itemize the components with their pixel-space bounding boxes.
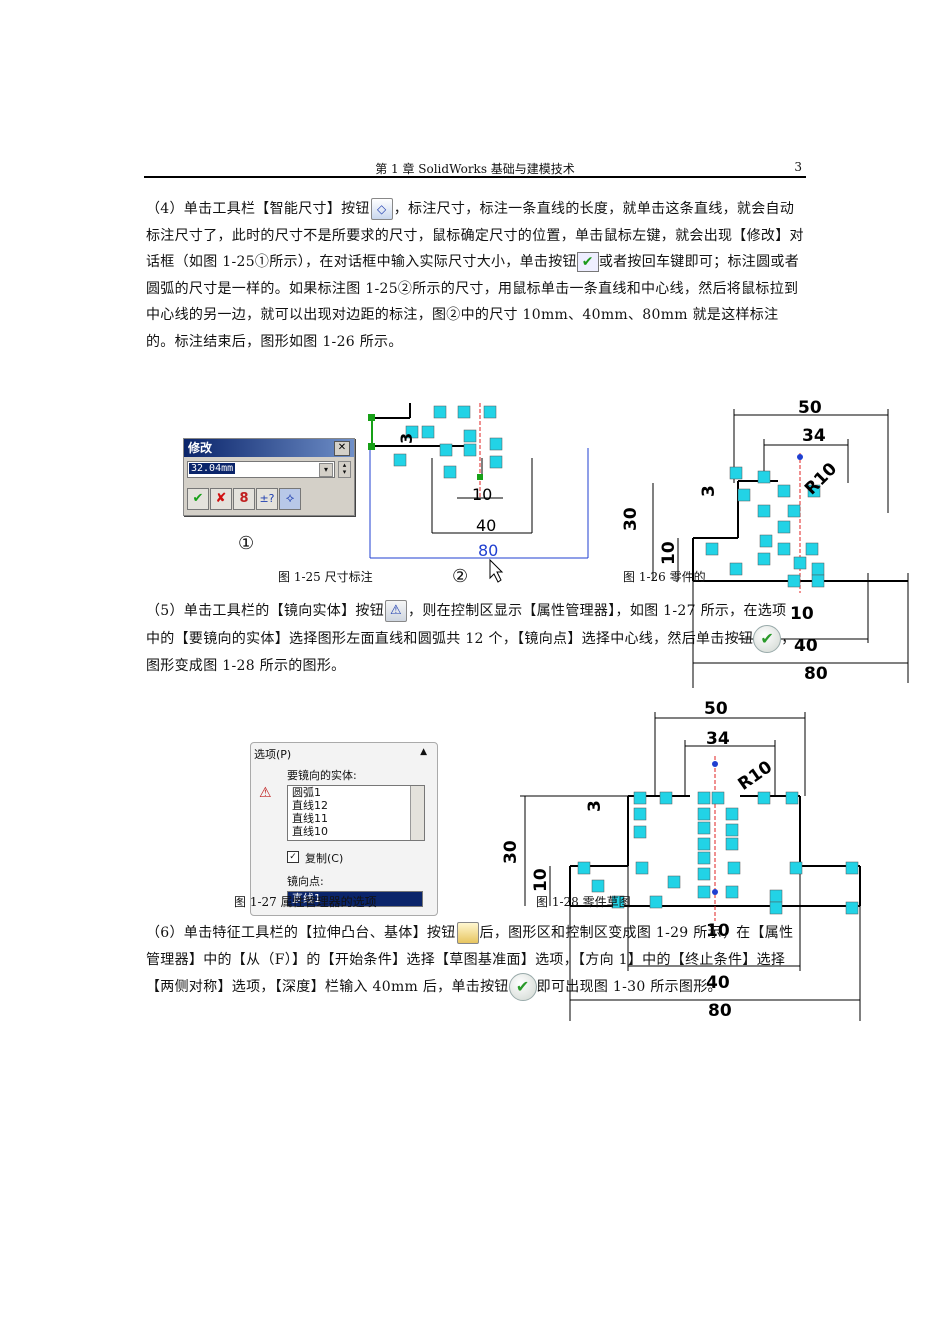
fig25-dim-80: 80 <box>478 541 498 560</box>
entities-label: 要镜向的实体: <box>287 769 357 782</box>
fig25-dim-10: 10 <box>472 485 492 504</box>
mirror-point-field[interactable]: 直线1 <box>287 891 423 907</box>
ok-check-icon[interactable]: ✔ <box>508 973 537 1001</box>
list-item[interactable]: 直线12 <box>292 799 328 812</box>
fig27-caption: 图 1-27 属性管理器的选项 <box>234 895 377 909</box>
fig26-dim-30: 30 <box>621 507 641 531</box>
fig26-dim-50: 50 <box>798 398 822 418</box>
p5-text-a: （5）单击工具栏的【镜向实体】按钮 <box>146 603 385 619</box>
property-manager: 选项(P) ▲ 要镜向的实体: ⚠ 圆弧1 直线12 直线11 直线10 ✓ 复… <box>250 742 438 916</box>
close-icon[interactable]: ✕ <box>334 441 350 456</box>
fig25-dim-3: 3 <box>397 433 416 444</box>
fig28-dim-34: 34 <box>706 729 730 749</box>
p4-text-c: 或者按回车键即可；标注圆或者圆弧的尺寸是一样的。如果标注图 1-25②所示的尺寸… <box>146 254 800 350</box>
mirror-entities-icon[interactable]: ⚠ <box>385 600 408 622</box>
circle-label-1: ① <box>238 533 255 554</box>
modify-dialog: 修改 ✕ 32.04mm ▾ ▴▾ ✔ ✘ 8 ±? ⟡ <box>183 438 355 516</box>
smart-dimension-icon[interactable]: ◇ <box>370 198 393 220</box>
ok-check-icon[interactable]: ✔ <box>753 624 782 653</box>
fig26-dim-40: 40 <box>794 636 818 656</box>
mirror-point-label: 镜向点: <box>287 875 324 888</box>
fig26-dim-80: 80 <box>804 664 828 684</box>
rebuild-button[interactable]: 8 <box>233 488 255 510</box>
extrude-boss-icon[interactable] <box>456 922 479 944</box>
fig26-caption: 图 1-26 零件的 <box>623 570 706 584</box>
copy-checkbox[interactable]: ✓ <box>287 851 299 863</box>
fig26-dim-34: 34 <box>802 426 826 446</box>
p4-text-a: （4）单击工具栏【智能尺寸】按钮 <box>146 201 370 217</box>
fig26-sketch: 50 34 R10 3 30 10 10 40 80 <box>621 398 909 688</box>
list-item[interactable]: 直线11 <box>292 812 328 825</box>
p6-text-a: （6）单击特征工具栏的【拉伸凸台、基体】按钮 <box>146 925 456 941</box>
page-header: 第 1 章 SolidWorks 基础与建模技术 3 <box>144 160 806 178</box>
fig28-dim-10a: 10 <box>531 868 551 892</box>
fig25-sketch: 3 10 40 80 <box>368 403 589 583</box>
value-text: 32.04mm <box>189 463 236 474</box>
entities-list[interactable]: 圆弧1 直线12 直线11 直线10 <box>287 785 425 841</box>
p6-text-c: 即可出现图 1-30 所示图形。 <box>536 979 722 995</box>
fig28-dim-80: 80 <box>708 1001 732 1021</box>
mirror-icon: ⚠ <box>259 785 272 801</box>
fig28-sketch: 50 34 R10 3 30 10 10 40 80 <box>501 699 861 1021</box>
mark-dimension-button[interactable]: ⟡ <box>279 488 301 510</box>
fig28-dim-3: 3 <box>585 800 605 812</box>
cancel-button[interactable]: ✘ <box>210 488 232 510</box>
fig26-dim-r10: R10 <box>801 459 841 499</box>
circle-label-2: ② <box>452 566 469 587</box>
scrollbar[interactable] <box>410 786 424 840</box>
ok-check-icon[interactable]: ✔ <box>576 252 599 272</box>
spin-stepper[interactable]: ▴▾ <box>338 461 351 478</box>
fig28-dim-30: 30 <box>501 840 521 864</box>
fig28-dim-50: 50 <box>704 699 728 719</box>
dialog-title: 修改 <box>184 439 354 457</box>
reverse-sense-button[interactable]: ±? <box>256 488 278 510</box>
p4-text-b: ，标注尺寸，标注一条直线的长度，就单击这条直线，就会自动标注尺寸了，此时的尺寸不… <box>146 201 804 270</box>
paragraph-6: （6）单击特征工具栏的【拉伸凸台、基体】按钮后，图形区和控制区变成图 1-29 … <box>146 920 796 1001</box>
fig28-dim-10b: 10 <box>706 921 730 941</box>
fig28-dim-40: 40 <box>706 973 730 993</box>
section-options[interactable]: 选项(P) <box>254 748 292 761</box>
value-field[interactable]: 32.04mm ▾ <box>187 461 335 478</box>
fig25-dim-40: 40 <box>476 516 496 535</box>
confirm-button[interactable]: ✔ <box>187 488 209 510</box>
chapter-title: 第 1 章 SolidWorks 基础与建模技术 <box>375 162 575 176</box>
p6-text-b: 后，图形区和控制区变成图 1-29 所示，在【属性管理器】中的【从（F）】的【开… <box>146 925 794 995</box>
copy-label: 复制(C) <box>305 852 344 865</box>
collapse-icon[interactable]: ▲ <box>420 747 427 757</box>
p5-text-b: ，则在控制区显示【属性管理器】，如图 1-27 所示，在选项中的【要镜向的实体】… <box>146 603 787 647</box>
fig26-dim-10b: 10 <box>790 604 814 624</box>
chevron-down-icon[interactable]: ▾ <box>319 463 333 477</box>
fig25-caption: 图 1-25 尺寸标注 <box>278 570 373 584</box>
fig26-dim-3: 3 <box>699 485 719 497</box>
fig26-dim-10a: 10 <box>659 541 679 565</box>
list-item[interactable]: 圆弧1 <box>292 786 321 799</box>
paragraph-5: （5）单击工具栏的【镜向实体】按钮⚠，则在控制区显示【属性管理器】，如图 1-2… <box>146 598 796 679</box>
cursor-icon <box>489 558 504 583</box>
fig28-dim-r10: R10 <box>735 757 777 795</box>
page-number: 3 <box>794 160 802 174</box>
paragraph-4: （4）单击工具栏【智能尺寸】按钮◇，标注尺寸，标注一条直线的长度，就单击这条直线… <box>146 196 806 355</box>
fig28-caption: 图 1-28 零件草图 <box>536 895 631 909</box>
list-item[interactable]: 直线10 <box>292 825 328 838</box>
p5-text-c: ，图形变成图 1-28 所示的图形。 <box>146 630 796 674</box>
